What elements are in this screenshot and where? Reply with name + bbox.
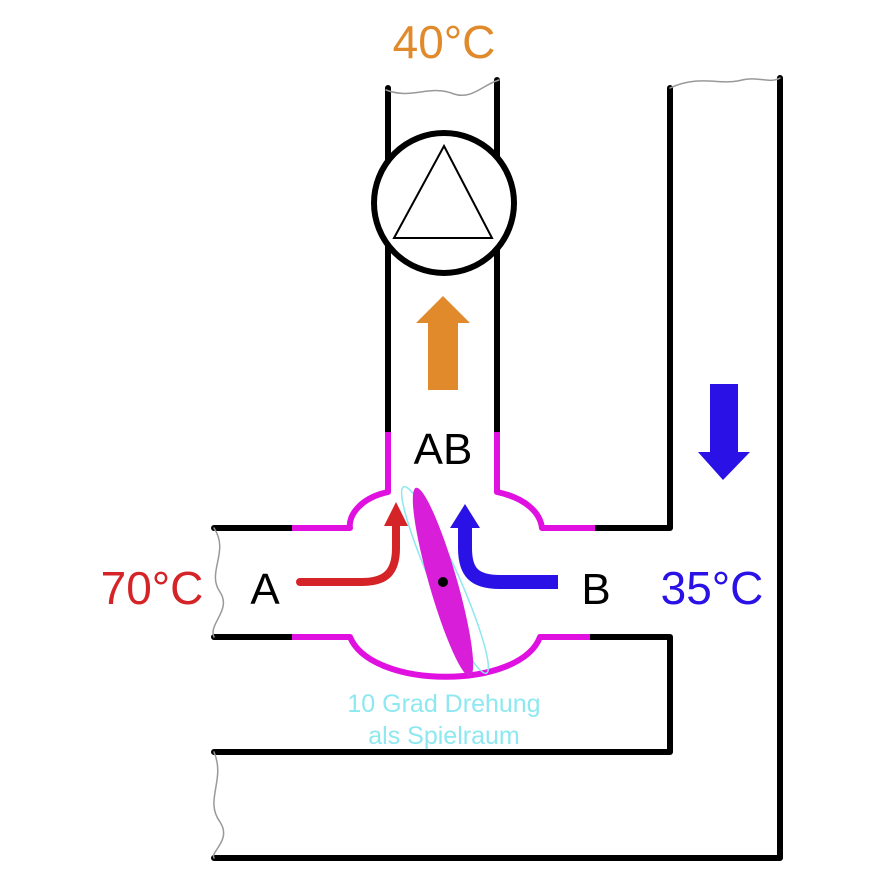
hot-inlet-temperature: 70°C xyxy=(101,562,204,614)
outlet-pipe xyxy=(385,77,500,435)
cold-flow-arrow xyxy=(450,504,558,589)
cold-flow-arrowhead-icon xyxy=(450,504,480,528)
return-pipe xyxy=(211,75,783,861)
cold-inlet-temperature: 35°C xyxy=(661,562,764,614)
valve-body xyxy=(292,432,595,680)
flap-pivot xyxy=(438,577,448,587)
hot-inlet-pipe xyxy=(211,525,295,640)
port-label-b: B xyxy=(581,565,610,614)
hot-flow-arrow xyxy=(296,502,408,586)
rotation-note-line1: 10 Grad Drehung xyxy=(347,690,540,718)
pump-triangle-icon xyxy=(392,143,494,239)
pump xyxy=(371,130,517,276)
up-arrow-icon xyxy=(416,296,470,390)
outlet-temperature: 40°C xyxy=(393,16,496,68)
rotation-note-line2: als Spielraum xyxy=(368,722,519,750)
hot-flow-arrowhead-icon xyxy=(384,502,408,526)
port-label-ab: AB xyxy=(414,425,473,474)
down-arrow-icon xyxy=(698,384,750,480)
port-label-a: A xyxy=(250,565,280,614)
